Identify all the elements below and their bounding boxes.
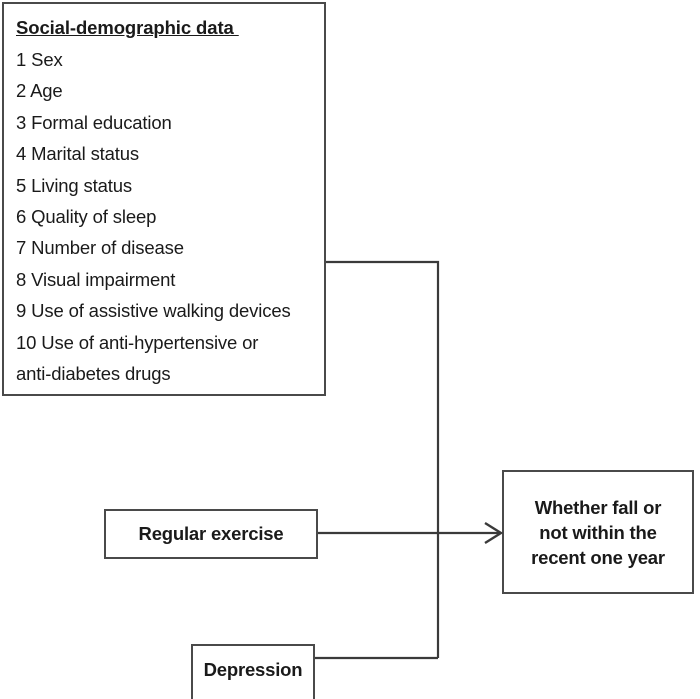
outcome-box: Whether fall or not within the recent on… xyxy=(502,470,694,594)
predictor-item-10: 10 Use of anti-hypertensive or xyxy=(16,331,259,353)
predictor-item-2: 2 Age xyxy=(16,80,63,102)
depression-label: Depression xyxy=(203,658,303,680)
predictors-title: Social-demographic data xyxy=(16,17,239,38)
regular-exercise-label: Regular exercise xyxy=(138,523,284,544)
predictors-connector-line xyxy=(326,260,440,658)
predictor-item-3: 3 Formal education xyxy=(16,111,172,133)
outcome-line-1: Whether fall or xyxy=(534,496,662,518)
predictor-item-9: 9 Use of assistive walking devices xyxy=(16,300,291,322)
outcome-line-3: recent one year xyxy=(531,546,665,568)
predictor-item-7: 7 Number of disease xyxy=(16,237,184,259)
predictor-item-10-continued: anti-diabetes drugs xyxy=(16,363,171,385)
outcome-label: Whether fall or not within the recent on… xyxy=(504,472,692,592)
social-demographic-data-box: Social-demographic data 1 Sex 2 Age 3 Fo… xyxy=(2,2,326,396)
predictor-item-6: 6 Quality of sleep xyxy=(16,206,157,228)
predictor-item-4: 4 Marital status xyxy=(16,143,140,165)
predictor-item-8: 8 Visual impairment xyxy=(16,268,176,290)
arrowhead-icon xyxy=(484,521,504,545)
regular-exercise-box: Regular exercise xyxy=(104,509,318,559)
depression-box: Depression xyxy=(191,644,315,699)
outcome-line-2: not within the xyxy=(539,521,657,543)
predictor-item-1: 1 Sex xyxy=(16,49,63,70)
predictor-item-5: 5 Living status xyxy=(16,174,133,196)
